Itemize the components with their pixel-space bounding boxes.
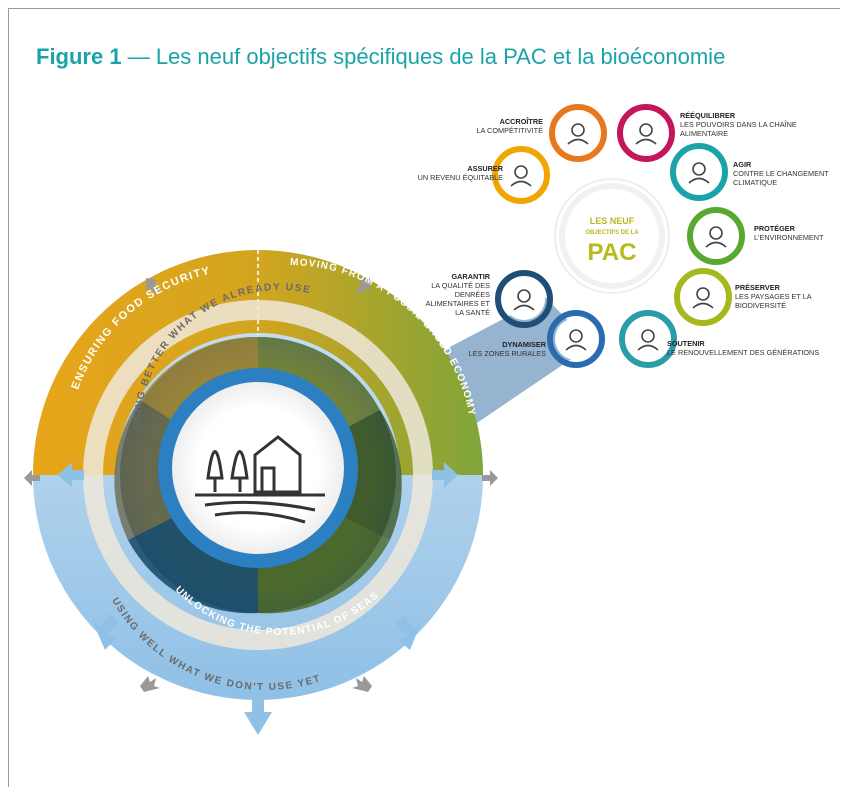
figure-title: Figure 1 — Les neuf objectifs spécifique… bbox=[36, 44, 725, 70]
figure-caption: — Les neuf objectifs spécifiques de la P… bbox=[127, 44, 726, 69]
objective-inner bbox=[503, 278, 545, 320]
ring-arrows bbox=[58, 462, 458, 735]
objective-inner bbox=[682, 276, 724, 318]
objective-ring bbox=[492, 146, 550, 204]
figure-frame bbox=[8, 8, 840, 787]
farmer-icon bbox=[510, 165, 532, 187]
pac-hub-line2: OBJECTIFS DE LA bbox=[585, 230, 639, 236]
butterfly-icon bbox=[705, 226, 727, 248]
landscape-icon bbox=[692, 287, 714, 309]
objective-inner bbox=[625, 112, 667, 154]
pac-hub bbox=[559, 183, 665, 289]
pac-hub-line1: LES NEUF bbox=[590, 216, 635, 226]
objective-globe-thermometer bbox=[670, 143, 728, 201]
pac-hub-ring bbox=[554, 178, 670, 294]
objective-village bbox=[547, 310, 605, 368]
objective-ring bbox=[619, 310, 677, 368]
figure-number: Figure 1 bbox=[36, 44, 122, 69]
objective-inner bbox=[627, 318, 669, 360]
objective-inner bbox=[555, 318, 597, 360]
inner-band bbox=[83, 300, 433, 650]
objective-ring bbox=[547, 310, 605, 368]
crate-icon bbox=[635, 123, 657, 145]
objective-cow bbox=[495, 270, 553, 328]
objective-ring bbox=[549, 104, 607, 162]
objective-ring bbox=[670, 143, 728, 201]
objective-ring bbox=[674, 268, 732, 326]
objective-rocket bbox=[549, 104, 607, 162]
objective-crate bbox=[617, 104, 675, 162]
objective-ring bbox=[495, 270, 553, 328]
objective-generations bbox=[619, 310, 677, 368]
objective-inner bbox=[500, 154, 542, 196]
generations-icon bbox=[637, 329, 659, 351]
pac-hub-line3: PAC bbox=[588, 239, 637, 266]
outer-ring-top bbox=[33, 250, 483, 475]
objective-ring bbox=[617, 104, 675, 162]
globe-thermometer-icon bbox=[688, 162, 710, 184]
rocket-icon bbox=[567, 123, 589, 145]
objective-inner bbox=[557, 112, 599, 154]
objective-inner bbox=[678, 151, 720, 193]
objective-ring bbox=[687, 207, 745, 265]
objective-landscape bbox=[674, 268, 732, 326]
objective-farmer bbox=[492, 146, 550, 204]
objective-butterfly bbox=[687, 207, 745, 265]
cow-icon bbox=[513, 289, 535, 311]
village-icon bbox=[565, 329, 587, 351]
grey-arrows bbox=[24, 278, 498, 692]
centre-hub bbox=[172, 382, 344, 554]
objective-inner bbox=[695, 215, 737, 257]
farmhouse-icon bbox=[195, 435, 325, 524]
